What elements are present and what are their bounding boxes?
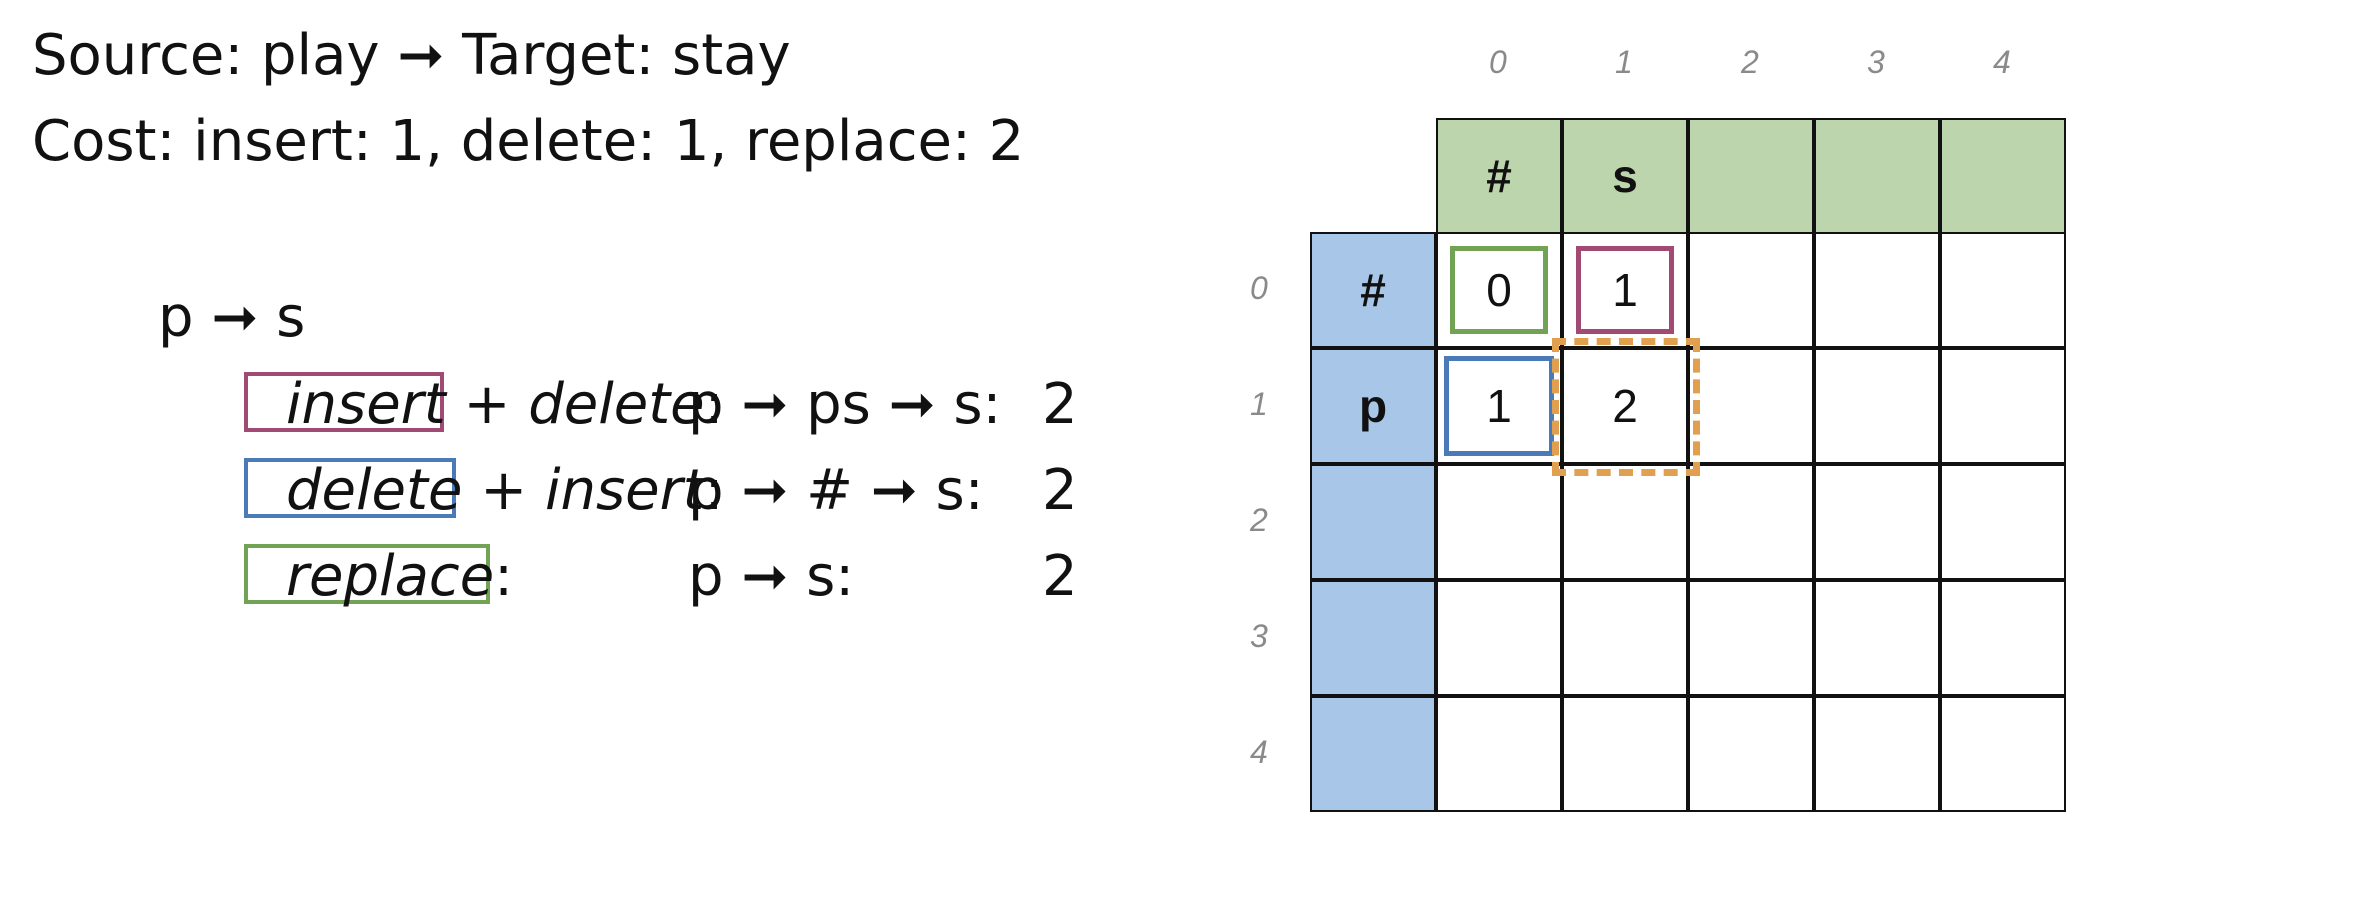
matrix-cell <box>1814 580 1940 696</box>
matrix-cell <box>1562 464 1688 580</box>
row-index: 2 <box>1250 502 1268 538</box>
cell-value: 0 <box>1486 264 1512 316</box>
cost-line: Cost: insert: 1, delete: 1, replace: 2 <box>32 109 1025 174</box>
matrix-cell <box>1688 696 1814 812</box>
matrix-cell <box>1940 696 2066 812</box>
col-header-cell <box>1940 118 2066 234</box>
current-cell-outline <box>1552 338 1700 476</box>
matrix-cell <box>1814 464 1940 580</box>
row-index: 0 <box>1250 270 1268 306</box>
col-index: 4 <box>1993 44 2011 80</box>
source-target-line: Source: play ➞ Target: stay <box>32 28 791 84</box>
col-header-cell <box>1814 118 1940 234</box>
matrix-cell <box>1688 348 1814 464</box>
option-sequence: p ➞ # ➞ s: <box>688 458 984 523</box>
source-label: Source: play <box>32 23 380 88</box>
row-index: 3 <box>1250 618 1268 654</box>
option-cost: 2 <box>1042 544 1078 609</box>
matrix-cell <box>1814 348 1940 464</box>
matrix-cell <box>1814 696 1940 812</box>
delete-source-highlight <box>1444 356 1554 456</box>
replace-highlight-box <box>244 544 490 604</box>
matrix-cell <box>1436 580 1562 696</box>
matrix-cell <box>1940 348 2066 464</box>
row-index: 4 <box>1250 734 1268 770</box>
matrix-cell: 0 <box>1436 232 1562 348</box>
transition-heading: p ➞ s <box>158 285 306 350</box>
row-index: 1 <box>1250 386 1268 422</box>
col-index: 2 <box>1741 44 1759 80</box>
matrix-cell <box>1688 580 1814 696</box>
matrix-cell <box>1436 464 1562 580</box>
matrix-cell: 1 <box>1436 348 1562 464</box>
matrix-cell <box>1436 696 1562 812</box>
insert-source-highlight <box>1576 246 1674 334</box>
option-cost: 2 <box>1042 458 1078 523</box>
col-header-cell <box>1688 118 1814 234</box>
matrix-cell <box>1562 580 1688 696</box>
matrix-cell <box>1688 232 1814 348</box>
matrix-cell <box>1940 580 2066 696</box>
matrix-cell: 1 <box>1562 232 1688 348</box>
matrix-cell: 2 <box>1562 348 1688 464</box>
col-header-cell: s <box>1562 118 1688 234</box>
col-index: 1 <box>1615 44 1633 80</box>
option-sequence: p ➞ ps ➞ s: <box>688 372 1002 437</box>
matrix-cell <box>1562 696 1688 812</box>
matrix-cell <box>1940 464 2066 580</box>
row-header-cell <box>1310 696 1436 812</box>
row-header-cell <box>1310 580 1436 696</box>
cell-value: 1 <box>1612 264 1638 316</box>
option-op: insert + delete: <box>286 372 724 437</box>
matrix-cell <box>1814 232 1940 348</box>
row-header-cell: p <box>1310 348 1436 464</box>
arrow-icon: ➞ <box>397 23 445 88</box>
row-header-cell: # <box>1310 232 1436 348</box>
col-index: 3 <box>1867 44 1885 80</box>
insert-highlight-box <box>244 372 444 432</box>
delete-highlight-box <box>244 458 456 518</box>
option-sequence: p ➞ s: <box>688 544 855 609</box>
matrix-cell <box>1688 464 1814 580</box>
replace-source-highlight <box>1450 246 1548 334</box>
matrix-cell <box>1940 232 2066 348</box>
option-insert-delete: insert + delete: p ➞ ps ➞ s: 2 <box>242 372 1142 438</box>
cell-value: 2 <box>1612 380 1638 432</box>
row-header-cell <box>1310 464 1436 580</box>
col-index: 0 <box>1489 44 1507 80</box>
cell-value: 1 <box>1486 380 1512 432</box>
option-delete-insert: delete + insert: p ➞ # ➞ s: 2 <box>242 458 1142 524</box>
option-cost: 2 <box>1042 372 1078 437</box>
target-label: Target: stay <box>462 23 791 88</box>
option-replace: replace: p ➞ s: 2 <box>242 544 1142 610</box>
col-header-cell: # <box>1436 118 1562 234</box>
option-op: delete + insert: <box>286 458 724 523</box>
option-op: replace: <box>286 544 514 609</box>
